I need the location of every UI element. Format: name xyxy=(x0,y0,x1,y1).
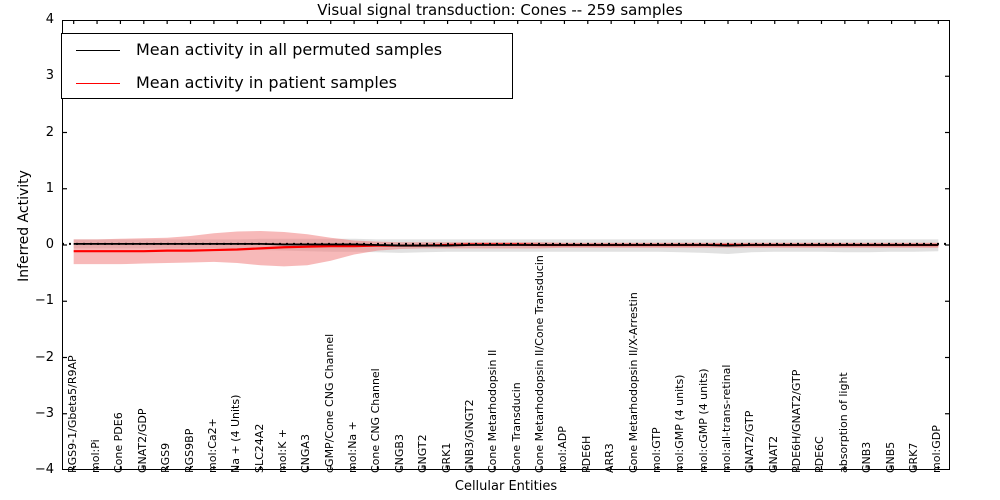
x-tick-label: PDE6C xyxy=(813,436,827,473)
y-tick-label: 1 xyxy=(45,180,54,196)
x-tick-label: PDE6H xyxy=(579,435,593,473)
page-title: Visual signal transduction: Cones -- 259… xyxy=(317,1,683,19)
x-tick-label: Cone Metarhodopsin II xyxy=(486,349,500,473)
axes-frame xyxy=(62,20,950,470)
y-tick-label: −3 xyxy=(34,405,54,421)
confidence-band-patient xyxy=(73,230,939,267)
x-tick-label: mol:Na + xyxy=(346,421,360,473)
legend-swatch-patient xyxy=(76,83,120,84)
x-tick-label: SLC24A2 xyxy=(252,423,266,473)
x-tick-label: RGS9-1/Gbeta5/R9AP xyxy=(65,355,79,473)
x-tick-label: GNB3 xyxy=(860,441,874,473)
x-tick-label: mol:cGMP (4 units) xyxy=(696,368,710,473)
x-tick-label: mol:K + xyxy=(276,428,289,473)
legend-swatch-permuted xyxy=(76,50,120,51)
y-tick-label: 2 xyxy=(45,124,54,140)
x-tick-label: RGS9 xyxy=(159,442,173,473)
x-tick-label: CNGA3 xyxy=(299,434,313,473)
x-tick-label: Cone Transducin xyxy=(509,382,523,473)
x-tick-label: GNAT2 xyxy=(766,435,780,473)
x-tick-label: mol:ADP xyxy=(556,426,570,473)
x-tick-label: GNGT2 xyxy=(416,434,430,473)
x-tick-label: mol:GTP xyxy=(649,427,663,473)
legend-label-patient: Mean activity in patient samples xyxy=(136,73,397,92)
x-tick-label: Cone PDE6 xyxy=(112,412,126,473)
x-tick-label: mol:GDP xyxy=(930,425,944,473)
plot-area xyxy=(62,20,950,470)
x-tick-label: ARR3 xyxy=(603,443,617,473)
x-tick-label: mol:Pi xyxy=(89,439,103,473)
x-tick-label: Cone Metarhodopsin II/X-Arrestin xyxy=(626,292,640,473)
y-tick-label: 0 xyxy=(45,237,54,252)
x-tick-label: absorption of light xyxy=(836,372,850,473)
y-tick-label: 4 xyxy=(45,12,54,27)
legend-label-permuted: Mean activity in all permuted samples xyxy=(136,40,443,59)
legend: Mean activity in all permuted samples Me… xyxy=(61,33,513,99)
y-tick-label: −4 xyxy=(34,462,54,477)
y-tick-label: 3 xyxy=(45,68,54,84)
x-tick-label: mol:Ca2+ xyxy=(205,418,219,473)
x-tick-label: Cone Metarhodopsin II/Cone Transducin xyxy=(533,255,547,473)
x-tick-label: GNAT2/GDP xyxy=(135,408,149,473)
x-tick-label: mol:GMP (4 units) xyxy=(673,374,687,473)
x-tick-label: GNAT2/GTP xyxy=(743,410,757,473)
x-tick-label: GRK7 xyxy=(906,442,920,473)
y-tick-label: −2 xyxy=(34,349,54,365)
x-tick-label: Cone CNG Channel xyxy=(369,368,383,473)
x-tick-label: mol:all-trans-retinal xyxy=(720,364,733,473)
x-tick-label: GNB3/GNGT2 xyxy=(462,399,476,473)
x-tick-label: RGS9BP xyxy=(182,428,196,473)
x-tick-label: Na + (4 Units) xyxy=(229,394,243,473)
x-tick-label: GNB5 xyxy=(883,441,897,473)
x-tick-label: GRK1 xyxy=(439,442,453,473)
x-axis-label: Cellular Entities xyxy=(454,479,558,494)
legend-entry-permuted: Mean activity in all permuted samples xyxy=(62,34,512,67)
legend-entry-patient: Mean activity in patient samples xyxy=(62,67,512,100)
x-tick-label: cGMP/Cone CNG Channel xyxy=(322,333,336,473)
x-tick-label: CNGB3 xyxy=(392,434,406,473)
y-tick-label: −1 xyxy=(34,293,54,309)
x-tick-label: PDE6H/GNAT2/GTP xyxy=(790,369,804,473)
